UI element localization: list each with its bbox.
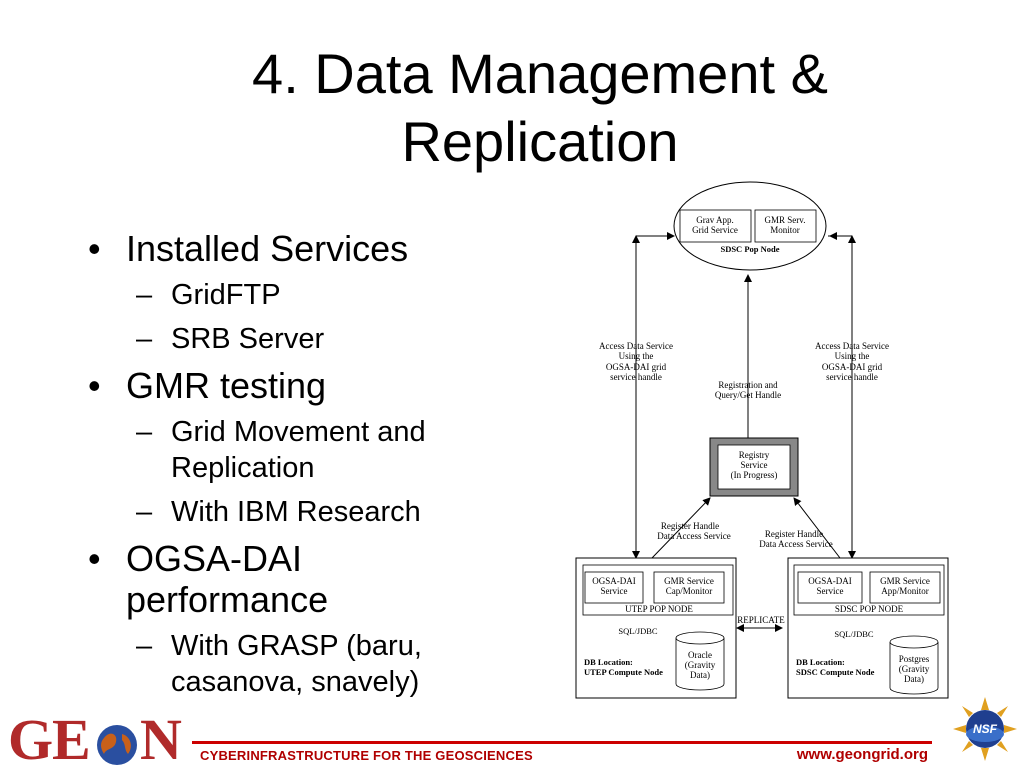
utep-gmr-line-1: GMR Service [664,576,714,586]
registry-line-3: (In Progress) [731,470,778,480]
utep-db-line-3: Data) [690,670,710,680]
bullet-gmr-testing: GMR testing [80,365,500,406]
registry-line-1: Registry [739,450,770,460]
grav-app-label-1: Grav App. [696,215,734,225]
sdsc-gmr-line-2: App/Monitor [881,586,929,596]
gmr-serv-box [754,209,817,243]
sdsc-db-line-1: Postgres [899,654,930,664]
register-left-line-1: Register Handle [661,521,719,531]
right-access-line-2: Using the [835,351,870,361]
sub-bullet-srb-server: SRB Server [80,321,500,357]
footer-url: www.geongrid.org [796,746,928,763]
utep-location-line-1: DB Location: [584,657,633,667]
register-right-line-1: Register Handle [765,529,823,539]
geon-logo-g: G [8,707,54,768]
sdsc-db-line-2: (Gravity [899,664,930,674]
utep-ogsa-line-2: Service [601,586,628,596]
gmr-serv-label-1: GMR Serv. [765,215,806,225]
sdsc-db-line-3: Data) [904,674,924,684]
sdsc-gmr-line-1: GMR Service [880,576,930,586]
registry-service: Registry Service (In Progress) [709,437,799,497]
utep-db-line-1: Oracle [688,650,712,660]
sdsc-node-label: SDSC POP NODE [835,604,904,614]
geon-logo: G E N [6,707,186,768]
geon-logo-n: N [140,707,182,768]
slide-title-line-1: 4. Data Management & [252,42,828,105]
registration-label: Registration and Query/Get Handle [715,380,781,400]
left-access-label: Access Data Service Using the OGSA-DAI g… [599,341,673,382]
left-access-line-4: service handle [610,372,662,382]
sub-bullet-grasp-line-2: casanova, snavely) [171,666,420,698]
sdsc-location-line-1: DB Location: [796,657,845,667]
sub-bullet-grid-movement: Grid Movement and Replication [80,414,500,486]
registration-line-2: Query/Get Handle [715,390,781,400]
right-access-line-1: Access Data Service [815,341,889,351]
register-left-line-2: Data Access Service [657,531,730,541]
register-left-label: Register Handle Data Access Service [657,521,730,541]
grav-app-box [679,209,752,243]
sdsc-ogsa-line-1: OGSA-DAI [808,576,852,586]
nsf-logo-text: NSF [973,722,998,736]
grav-app-label-2: Grid Service [692,225,738,235]
left-access-line-1: Access Data Service [599,341,673,351]
bullet-ogsa-dai-line-2: performance [126,579,329,620]
sub-bullet-grasp: With GRASP (baru, casanova, snavely) [80,628,500,700]
sdsc-location-line-2: SDSC Compute Node [796,667,875,677]
gmr-serv-label-2: Monitor [770,225,800,235]
slide-title: 4. Data Management & Replication [120,40,960,176]
pop-node-label: SDSC Pop Node [720,244,779,254]
register-right-label: Register Handle Data Access Service [759,529,832,549]
right-access-line-3: OGSA-DAI grid [822,362,883,372]
replicate-label: REPLICATE [737,615,785,625]
registration-line-1: Registration and [718,380,778,390]
utep-db-line-2: (Gravity [685,660,716,670]
sdsc-sql-label: SQL/JDBC [834,629,874,639]
bullet-installed-services: Installed Services [80,228,500,269]
bullet-list: Installed Services GridFTP SRB Server GM… [80,226,500,700]
utep-sql-label: SQL/JDBC [618,626,658,636]
utep-pop-node: OGSA-DAI Service GMR Service Cap/Monitor… [575,557,737,699]
bullet-ogsa-dai-performance: OGSA-DAI performance [80,538,500,620]
architecture-diagram: Grav App. Grid Service GMR Serv. Monitor… [575,181,949,699]
registry-line-2: Service [741,460,768,470]
sub-bullet-ibm-research: With IBM Research [80,494,500,530]
right-access-label: Access Data Service Using the OGSA-DAI g… [815,341,889,382]
utep-location-line-2: UTEP Compute Node [584,667,663,677]
globe-icon [97,725,137,765]
sub-bullet-grid-movement-line-2: Replication [171,452,315,484]
footer-divider [192,741,932,744]
left-access-line-3: OGSA-DAI grid [606,362,667,372]
slide-title-line-2: Replication [401,110,679,173]
geon-logo-e: E [52,707,91,768]
sub-bullet-gridftp: GridFTP [80,277,500,313]
sub-bullet-grasp-line-1: With GRASP (baru, [171,630,422,662]
bullet-ogsa-dai-line-1: OGSA-DAI [126,538,303,579]
right-access-line-4: service handle [826,372,878,382]
sdsc-pop-node: Grav App. Grid Service GMR Serv. Monitor… [673,181,827,271]
sub-bullet-grid-movement-line-1: Grid Movement and [171,416,426,448]
nsf-logo: NSF [953,697,1017,761]
sdsc-ogsa-line-2: Service [817,586,844,596]
utep-node-label: UTEP POP NODE [625,604,693,614]
utep-ogsa-line-1: OGSA-DAI [592,576,636,586]
sdsc-pop-node-box: OGSA-DAI Service GMR Service App/Monitor… [787,557,949,699]
register-right-line-2: Data Access Service [759,539,832,549]
left-access-line-2: Using the [619,351,654,361]
utep-gmr-line-2: Cap/Monitor [666,586,713,596]
footer-tagline: CYBERINFRASTRUCTURE FOR THE GEOSCIENCES [200,748,533,763]
